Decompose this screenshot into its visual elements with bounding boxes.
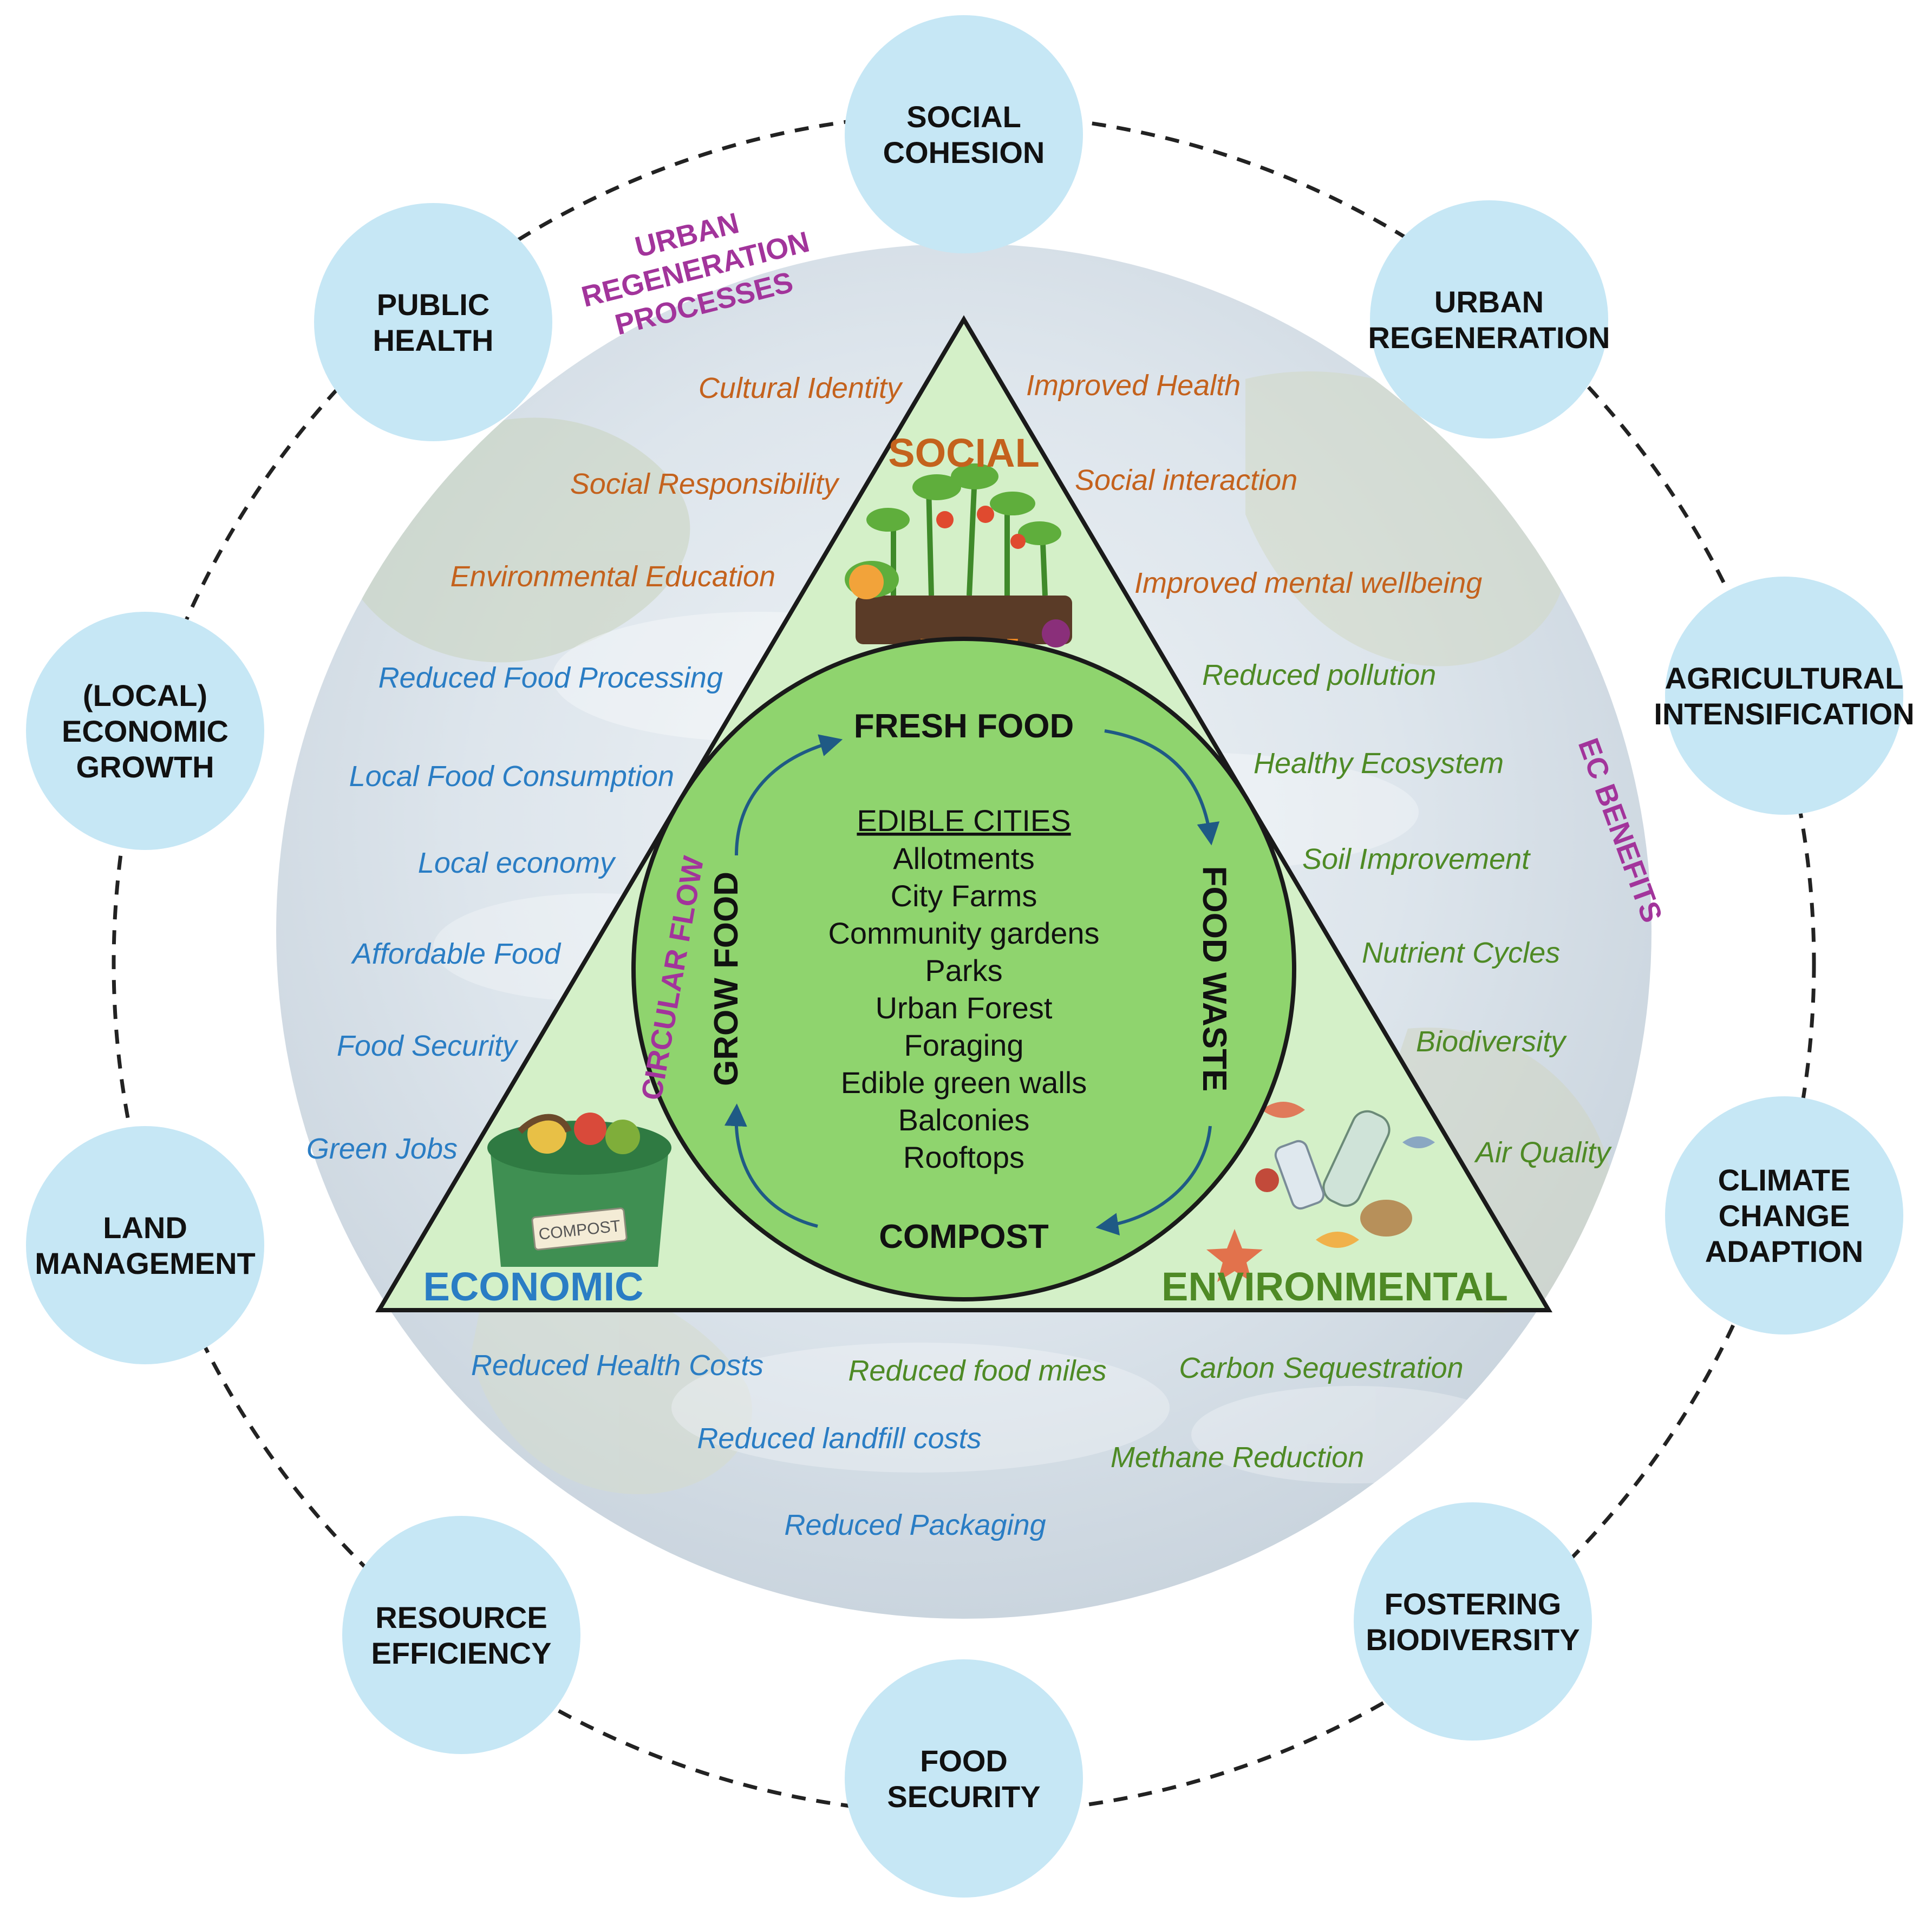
compost-bin-illustration: COMPOST: [487, 1113, 671, 1267]
edible-cities-item: Urban Forest: [876, 991, 1053, 1025]
benefit-environmental-right: Air Quality: [1474, 1136, 1612, 1169]
edible-cities-item: Allotments: [893, 841, 1034, 875]
arrow-waste-to-compost: [1095, 1126, 1212, 1236]
benefit-social-right: Social interaction: [1075, 464, 1297, 496]
node-label-line: CLIMATE: [1718, 1163, 1851, 1197]
node-circle: [26, 1126, 264, 1364]
pillar-environmental: ENVIRONMENTAL: [1161, 1264, 1508, 1309]
node-label-line: HEALTH: [373, 323, 494, 357]
node-circle: [342, 1516, 580, 1754]
benefit-environmental-right: Healthy Ecosystem: [1254, 747, 1504, 780]
node-label-line: CHANGE: [1719, 1199, 1850, 1233]
node-circle: [1665, 577, 1903, 815]
benefit-economic-left: Local Food Consumption: [349, 760, 674, 793]
grow-food-label: GROW FOOD: [708, 872, 745, 1086]
benefit-social-left: Environmental Education: [451, 560, 775, 593]
node-label-line: SOCIAL: [906, 100, 1021, 134]
arrow-compost-to-grow: [724, 1103, 818, 1228]
pillar-social: SOCIAL: [888, 430, 1040, 475]
pillar-economic: ECONOMIC: [423, 1264, 644, 1309]
node-label-line: FOSTERING: [1385, 1587, 1562, 1621]
node-label-line: BIODIVERSITY: [1366, 1623, 1579, 1657]
edible-cities-item: Balconies: [898, 1103, 1030, 1137]
edible-cities-item: Foraging: [904, 1028, 1023, 1062]
node-label-line: MANAGEMENT: [35, 1246, 256, 1280]
node-label-line: COHESION: [883, 135, 1045, 169]
node-circle: [1665, 1096, 1903, 1335]
node-circle: [1354, 1502, 1592, 1741]
arrow-grow-to-fresh: [735, 734, 843, 856]
node-label-line: INTENSIFICATION: [1654, 697, 1914, 731]
node-label-line: AGRICULTURAL: [1665, 661, 1904, 695]
node-label-line: SECURITY: [887, 1780, 1040, 1814]
benefit-economic-left: Reduced Food Processing: [378, 662, 723, 694]
node-circle: [845, 15, 1083, 253]
benefit-economic-bottom: Reduced Health Costs: [471, 1349, 763, 1382]
node-label-line: GROWTH: [76, 750, 214, 784]
benefit-social-right: Improved mental wellbeing: [1134, 567, 1482, 599]
benefit-economic-left: Local economy: [418, 847, 616, 879]
benefit-environmental-right: Nutrient Cycles: [1362, 937, 1560, 969]
benefit-environmental-bottom: Carbon Sequestration: [1179, 1352, 1463, 1384]
benefit-economic-bottom: Reduced landfill costs: [697, 1422, 981, 1455]
node-label-line: ECONOMIC: [62, 714, 229, 748]
benefit-environmental-right: Soil Improvement: [1302, 843, 1531, 875]
benefit-social-right: Improved Health: [1026, 369, 1241, 402]
benefit-social-left: Cultural Identity: [699, 372, 903, 404]
edible-cities-item: Edible green walls: [841, 1065, 1087, 1100]
food-waste-label: FOOD WASTE: [1196, 866, 1233, 1092]
edible-cities-title: EDIBLE CITIES: [857, 803, 1071, 838]
flow-arrows: [724, 729, 1220, 1236]
node-circle: [1370, 200, 1608, 439]
node-label-line: REGENERATION: [1368, 320, 1610, 355]
node-label-line: LAND: [103, 1211, 187, 1245]
benefit-social-left: Social Responsibility: [570, 468, 840, 500]
compost-label: COMPOST: [879, 1218, 1049, 1255]
benefit-environmental-bottom: Reduced food miles: [848, 1355, 1106, 1387]
node-label-line: (LOCAL): [83, 678, 207, 712]
edible-cities-item: Parks: [925, 953, 1002, 987]
outer-dashed-ring: [112, 112, 1816, 1816]
node-label-line: PUBLIC: [377, 287, 489, 322]
edible-cities-item: Community gardens: [828, 916, 1099, 950]
arrow-fresh-to-waste: [1104, 729, 1220, 846]
edible-cities-item: City Farms: [891, 879, 1037, 913]
node-circle: [845, 1659, 1083, 1898]
fresh-food-label: FRESH FOOD: [854, 708, 1074, 745]
node-circle: [314, 203, 552, 441]
benefit-economic-bottom: Reduced Packaging: [784, 1509, 1046, 1541]
node-label-line: ADAPTION: [1705, 1234, 1863, 1268]
node-label-line: FOOD: [920, 1744, 1008, 1778]
outer-nodes: SOCIALCOHESIONURBANREGENERATIONAGRICULTU…: [26, 15, 1915, 1898]
node-label-line: URBAN: [1434, 285, 1544, 319]
edible-cities-circle: [631, 637, 1296, 1301]
benefit-economic-left: Affordable Food: [351, 938, 562, 970]
benefit-economic-left: Food Security: [337, 1030, 519, 1062]
benefit-economic-left: Green Jobs: [306, 1133, 458, 1165]
node-label-line: RESOURCE: [375, 1600, 547, 1634]
food-waste-illustration: [1206, 1102, 1435, 1282]
benefit-environmental-right: Biodiversity: [1416, 1025, 1567, 1058]
node-circle: [26, 612, 264, 850]
edible-cities-item: Rooftops: [903, 1140, 1024, 1174]
benefit-environmental-right: Reduced pollution: [1202, 659, 1436, 691]
benefit-environmental-bottom: Methane Reduction: [1111, 1441, 1364, 1474]
node-label-line: EFFICIENCY: [371, 1636, 552, 1670]
